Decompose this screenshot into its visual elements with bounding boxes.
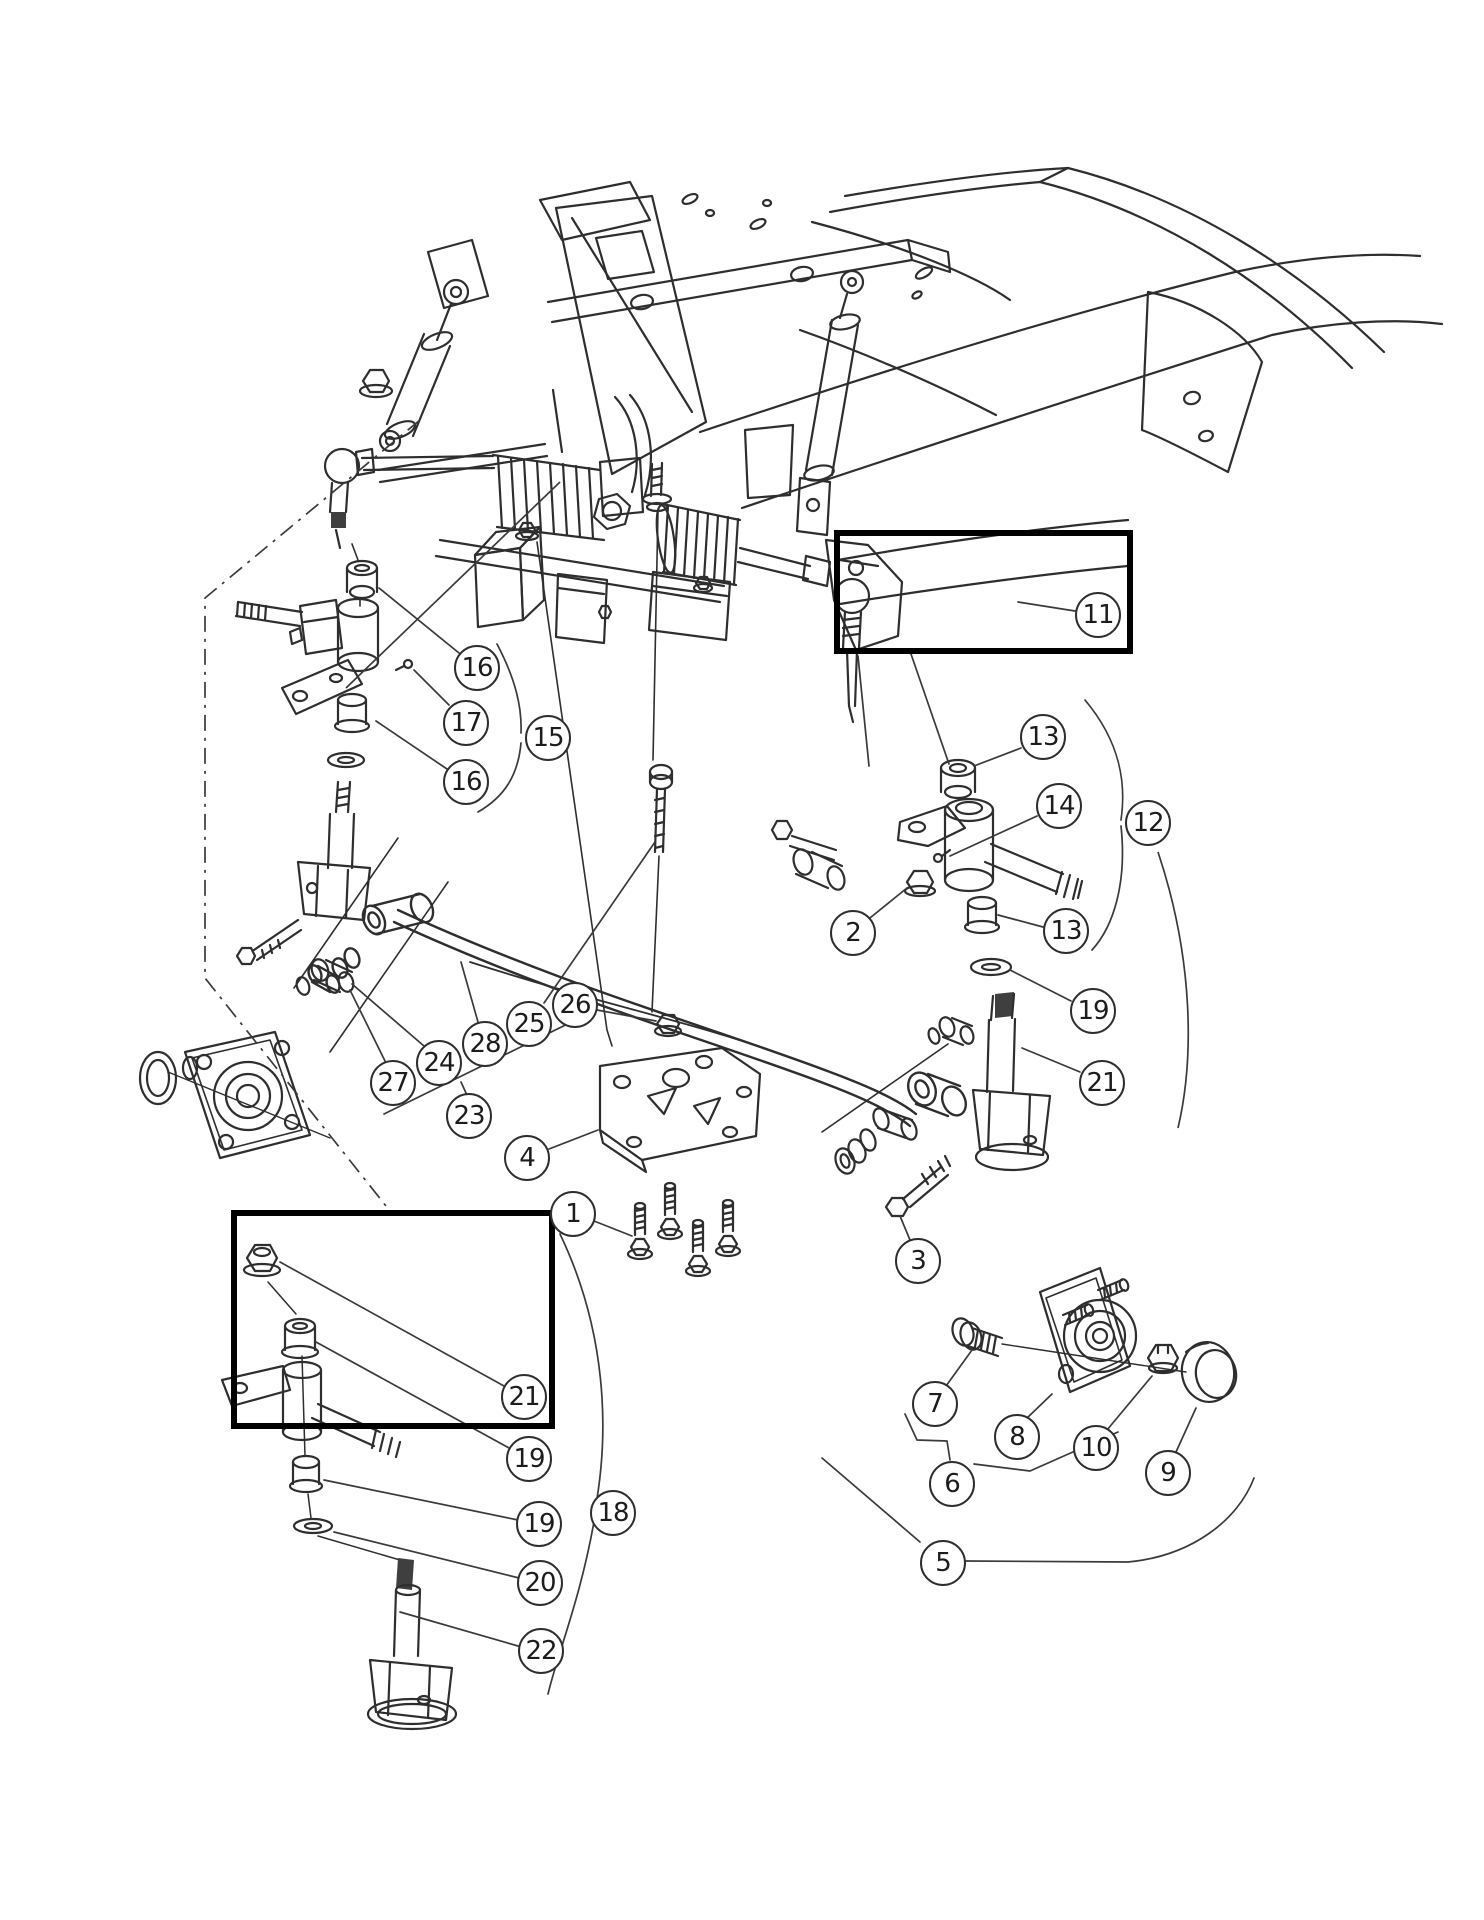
- group-boundaries: [204, 419, 1190, 1207]
- callout-27-c32: 27: [370, 1060, 416, 1106]
- leaf-spring: [307, 892, 968, 1128]
- right-hub: [951, 1266, 1238, 1403]
- left-kingpin-group: [234, 543, 449, 1053]
- callout-10-c10: 10: [1073, 1425, 1119, 1471]
- callout-19-c23: 19: [516, 1501, 562, 1547]
- callout-12-c12: 12: [1125, 800, 1171, 846]
- callout-17-c19: 17: [443, 700, 489, 746]
- callout-6-c06: 6: [929, 1461, 975, 1507]
- callout-20-c24: 20: [517, 1560, 563, 1606]
- callout-7-c07: 7: [912, 1381, 958, 1427]
- box-21: [231, 1210, 555, 1429]
- callout-13-c13: 13: [1020, 714, 1066, 760]
- callout-11-c11: 11: [1075, 592, 1121, 638]
- callout-15-c16: 15: [525, 715, 571, 761]
- callout-19-c21: 19: [1070, 988, 1116, 1034]
- callout-26-c31: 26: [552, 982, 598, 1028]
- callout-4-c04: 4: [504, 1135, 550, 1181]
- highlight-layer: [231, 530, 1133, 1429]
- callout-5-c05: 5: [920, 1540, 966, 1586]
- callout-14-c15: 14: [1036, 783, 1082, 829]
- callout-9-c09: 9: [1145, 1450, 1191, 1496]
- callout-24-c29: 24: [416, 1040, 462, 1086]
- callout-25-c30: 25: [506, 1001, 552, 1047]
- right-kingpin-group: [770, 758, 1084, 1218]
- callout-28-c33: 28: [462, 1021, 508, 1067]
- callout-8-c08: 8: [994, 1414, 1040, 1460]
- leader-lines: [279, 587, 1255, 1695]
- lower-left-kingpin-group: [220, 1243, 458, 1731]
- callout-19-c22: 19: [506, 1436, 552, 1482]
- callout-13-c14: 13: [1043, 908, 1089, 954]
- callout-3-c03: 3: [895, 1238, 941, 1284]
- callout-18-c20: 18: [590, 1490, 636, 1536]
- box-11: [834, 530, 1133, 654]
- callout-23-c28: 23: [446, 1093, 492, 1139]
- callout-16-c18: 16: [443, 759, 489, 805]
- callout-21-c25: 21: [1079, 1060, 1125, 1106]
- callout-21-c26: 21: [501, 1374, 547, 1420]
- callout-16-c17: 16: [454, 645, 500, 691]
- callout-1-c01: 1: [550, 1191, 596, 1237]
- callout-22-c27: 22: [518, 1628, 564, 1674]
- mount-plate-group: [536, 509, 762, 1278]
- frame-assembly: [434, 166, 1444, 645]
- left-hub: [138, 1030, 331, 1160]
- steering-rack: [323, 442, 871, 724]
- callout-2-c02: 2: [830, 910, 876, 956]
